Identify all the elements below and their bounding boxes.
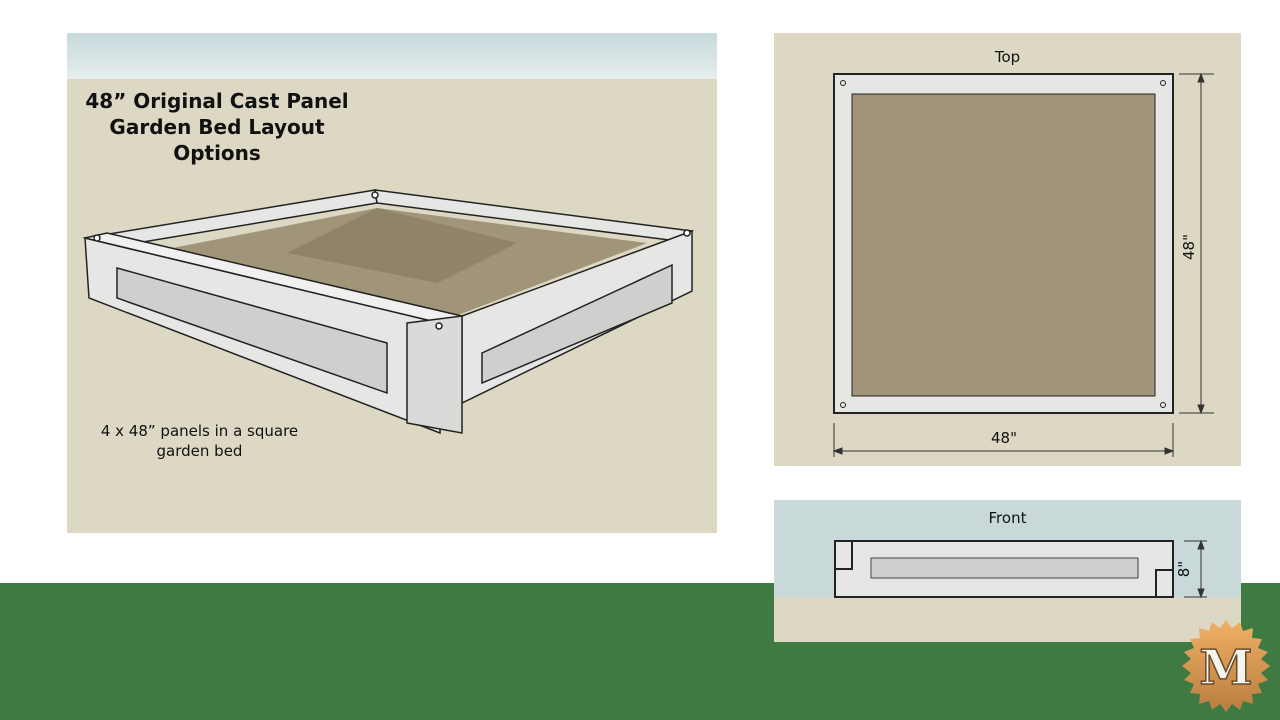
top-view-panel: Top 48" 48" [774, 33, 1241, 466]
slide-title: 48” Original Cast Panel Garden Bed Layou… [67, 88, 367, 166]
height-dimension: 48" [1180, 234, 1198, 260]
caption: 4 x 48” panels in a square garden bed [67, 421, 332, 461]
caption-line: garden bed [156, 442, 243, 460]
caption-line: 4 x 48” panels in a square [100, 422, 299, 440]
logo-letter: M [1199, 640, 1252, 696]
top-view-drawing [832, 72, 1214, 457]
title-line: Garden Bed Layout [109, 115, 325, 139]
sawblade-m-logo: M [1182, 620, 1270, 712]
sky-strip [67, 33, 717, 79]
title-line: 48” Original Cast Panel [85, 89, 349, 113]
front-height-dimension: 8" [1175, 560, 1193, 578]
top-view-label: Top [994, 48, 1021, 66]
front-view-panel: Front 8" [774, 500, 1241, 642]
front-view-label: Front [988, 509, 1027, 527]
front-view-drawing [834, 539, 1207, 599]
perspective-panel: 48” Original Cast Panel Garden Bed Layou… [67, 33, 717, 533]
width-dimension: 48" [991, 429, 1017, 447]
title-line: Options [173, 141, 261, 165]
garden-bed-3d-render [82, 189, 695, 435]
